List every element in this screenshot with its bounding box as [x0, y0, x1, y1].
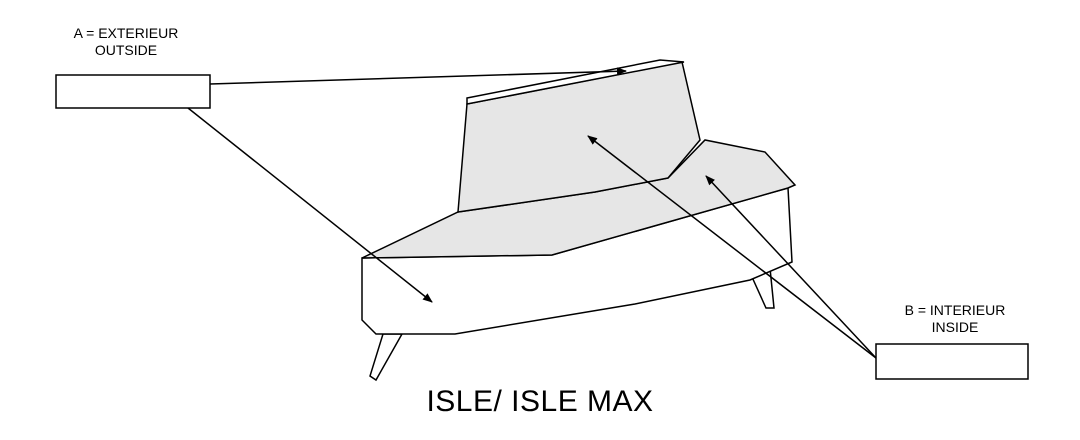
arrow-b-to-backrest	[587, 135, 877, 359]
sofa-leg-front	[369, 333, 404, 382]
label-a-line1: A = EXTERIEUR	[73, 25, 179, 41]
diagram-title: ISLE/ ISLE MAX	[426, 385, 654, 418]
arrow-b-to-seat	[705, 175, 877, 359]
label-b-line1: B = INTERIEUR	[904, 302, 1006, 318]
label-b-line2: INSIDE	[931, 319, 979, 335]
label-box-b	[875, 343, 1029, 380]
label-a-line2: OUTSIDE	[94, 42, 158, 58]
arrow-a-to-backrest-top	[209, 67, 627, 85]
arrow-a-to-outer-body	[187, 107, 433, 303]
label-box-a	[55, 74, 211, 109]
label-b: B = INTERIEUR INSIDE	[880, 302, 1030, 336]
label-a: A = EXTERIEUR OUTSIDE	[56, 25, 196, 59]
